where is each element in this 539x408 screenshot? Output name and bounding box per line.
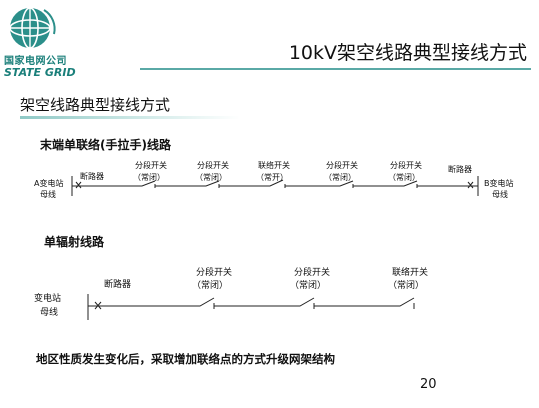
- s1-switch2-state: （常闭）: [195, 173, 227, 182]
- a-station-label: A变电站: [34, 178, 63, 188]
- s2-switch2-state: （常闭）: [290, 279, 326, 291]
- s1-switch5-name: 分段开关: [390, 160, 422, 170]
- s1-switch1-state: （常闭）: [133, 173, 165, 182]
- s1-switch4-name: 分段开关: [326, 160, 358, 170]
- right-breaker-label: 断路器: [448, 164, 472, 174]
- right-breaker-icon: [467, 181, 474, 189]
- radial-switch-contacts: [213, 303, 415, 309]
- bus-label: 母线: [40, 306, 58, 318]
- b-bus-label: 母线: [492, 189, 508, 199]
- s2-switch1-state: （常闭）: [192, 279, 228, 291]
- logo-text-en: STATE GRID: [4, 66, 76, 79]
- switch-contacts: [154, 184, 418, 188]
- state-grid-logo: [4, 4, 94, 86]
- left-breaker-icon: [75, 181, 82, 189]
- globe-logo-icon: [9, 7, 56, 49]
- title-divider: [140, 68, 531, 70]
- slide-title: 10kV架空线路典型接线方式: [288, 42, 527, 64]
- hand-in-hand-line: [72, 179, 478, 187]
- s2-switch1-name: 分段开关: [196, 266, 232, 278]
- logo-text-cn: 国家电网公司: [4, 56, 67, 67]
- s1-switch1-name: 分段开关: [135, 160, 167, 170]
- radial-line: [88, 297, 415, 307]
- slide-subtitle: 架空线路典型接线方式: [20, 94, 240, 119]
- section2-label: 单辐射线路: [44, 235, 105, 249]
- left-breaker-label: 断路器: [80, 171, 104, 181]
- s1-switch2-name: 分段开关: [197, 160, 229, 170]
- diagram-single-radial: [87, 294, 415, 320]
- s2-switch2-name: 分段开关: [294, 266, 330, 278]
- s2-switch3-state: （常闭）: [388, 279, 424, 291]
- station-label: 变电站: [34, 292, 61, 304]
- s1-switch3-state: （常开）: [256, 173, 288, 182]
- diagram-hand-in-hand: [71, 176, 479, 196]
- s2-switch3-name: 联络开关: [392, 266, 428, 278]
- section1-label: 末端单联络(手拉手)线路: [40, 138, 171, 152]
- radial-breaker-label: 断路器: [104, 278, 131, 290]
- b-station-label: B变电站: [484, 178, 514, 188]
- s1-switch3-name: 联络开关: [258, 160, 290, 170]
- s1-switch4-state: （常闭）: [324, 173, 356, 182]
- page-number: 20: [420, 377, 437, 392]
- s1-switch5-state: （常闭）: [388, 173, 420, 182]
- a-bus-label: 母线: [40, 189, 56, 199]
- conclusion-text: 地区性质发生变化后，采取增加联络点的方式升级网架结构: [36, 352, 335, 366]
